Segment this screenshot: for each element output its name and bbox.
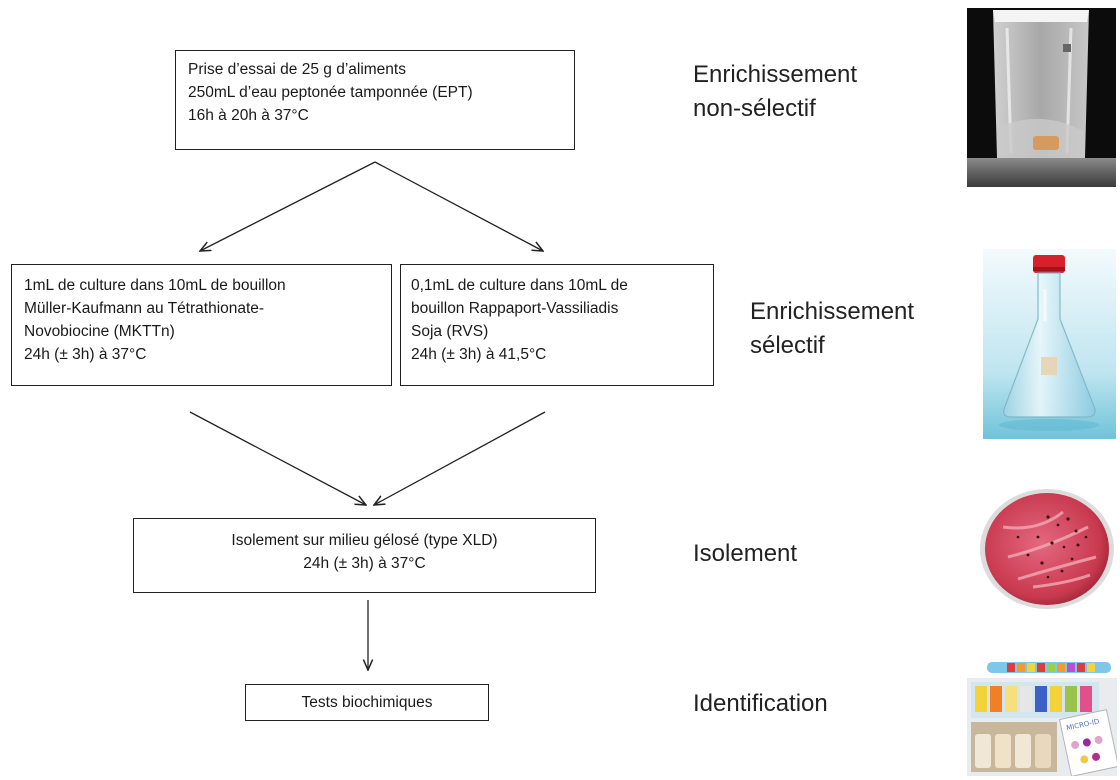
isolation-line-2: 24h (± 3h) à 37°C — [303, 555, 426, 572]
arrow-to-left-branch — [200, 161, 376, 251]
petri-dish-illustration — [980, 489, 1114, 609]
arrow-right-to-isolation — [374, 411, 546, 505]
sample-line-1: Prise d’essai de 25 g d’aliments — [188, 61, 406, 78]
stage-isolation-line-1: Isolement — [693, 540, 798, 567]
arrow-left-to-isolation — [189, 411, 366, 505]
stage-identification-line-1: Identification — [693, 690, 828, 717]
rvs-line-2: bouillon Rappaport-Vassiliadis — [411, 300, 619, 317]
rvs-line-4: 24h (± 3h) à 41,5°C — [411, 346, 547, 363]
tests-box: Tests biochimiques — [245, 684, 489, 721]
stomacher-bag-image — [967, 8, 1116, 187]
biochemical-tests-illustration: MICRO-ID — [967, 662, 1117, 776]
stage-label-nonselective: Enrichissement non-sélectif — [693, 58, 857, 126]
mkttn-line-2: Müller-Kaufmann au Tétrathionate- — [24, 300, 265, 317]
stage-selective-line-1: Enrichissement — [750, 298, 915, 325]
isolation-box: Isolement sur milieu gélosé (type XLD) 2… — [133, 518, 596, 593]
stage-selective-line-2: sélectif — [750, 332, 825, 359]
sample-line-3: 16h à 20h à 37°C — [188, 107, 309, 124]
rvs-line-1: 0,1mL de culture dans 10mL de — [411, 277, 628, 294]
erlenmeyer-flask-image — [983, 249, 1116, 439]
mkttn-line-4: 24h (± 3h) à 37°C — [24, 346, 147, 363]
stage-nonselective-line-1: Enrichissement — [693, 61, 858, 88]
rvs-box: 0,1mL de culture dans 10mL de bouillon R… — [400, 264, 714, 386]
mkttn-line-3: Novobiocine (MKTTn) — [24, 323, 175, 340]
rvs-line-3: Soja (RVS) — [411, 323, 489, 340]
isolation-line-1: Isolement sur milieu gélosé (type XLD) — [231, 532, 498, 549]
tests-line-1: Tests biochimiques — [301, 694, 433, 711]
stage-label-selective: Enrichissement sélectif — [750, 295, 914, 363]
stage-label-identification: Identification — [693, 687, 828, 721]
erlenmeyer-flask-illustration — [983, 249, 1116, 439]
stage-nonselective-line-2: non-sélectif — [693, 95, 816, 122]
sample-box: Prise d’essai de 25 g d’aliments 250mL d… — [175, 50, 575, 150]
sample-line-2: 250mL d’eau peptonée tamponnée (EPT) — [188, 84, 473, 101]
mkttn-line-1: 1mL de culture dans 10mL de bouillon — [24, 277, 286, 294]
stomacher-bag-illustration — [967, 10, 1116, 187]
mkttn-box: 1mL de culture dans 10mL de bouillon Mül… — [11, 264, 392, 386]
arrow-to-right-branch — [374, 161, 543, 251]
stage-label-isolation: Isolement — [693, 537, 797, 571]
biochemical-tests-image: MICRO-ID — [967, 658, 1117, 776]
petri-dish-image — [978, 487, 1116, 611]
